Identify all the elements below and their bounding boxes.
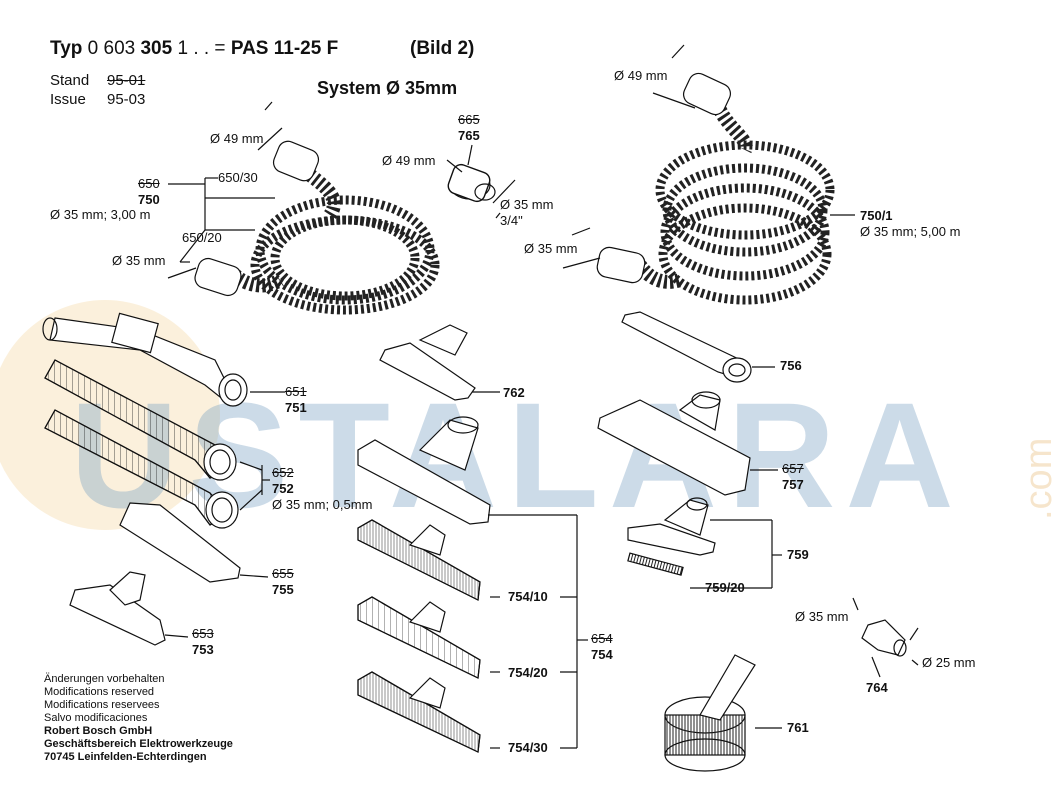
- stand-value: 95-01: [107, 72, 146, 89]
- hose-750-sub-a: 650/30: [218, 170, 258, 185]
- issue-value: 95-03: [107, 91, 146, 108]
- typ-number-light: 0 603: [87, 38, 136, 59]
- hose-750-dim-top: Ø 49 mm: [210, 131, 264, 146]
- footer-line: Änderungen vorbehalten: [44, 673, 165, 685]
- reducer-764-number: 764: [866, 680, 888, 695]
- footer: Änderungen vorbehalten Modifications res…: [44, 673, 233, 764]
- tubes-752-number: 752: [272, 481, 294, 496]
- hose-750-1: [562, 44, 855, 305]
- bild-label: (Bild 2): [410, 38, 475, 59]
- nozzle-753: [69, 571, 189, 646]
- system-label: System Ø 35mm: [317, 78, 458, 98]
- hose-750-dim-bottom: Ø 35 mm: [112, 253, 166, 268]
- adapter-765: [446, 144, 516, 219]
- page-title: Typ 0 603 305 1 . . = PAS 11-25 F: [50, 38, 338, 60]
- floor-nozzle-754-sub-30: 754/30: [508, 740, 548, 755]
- footer-line: Salvo modificaciones: [44, 712, 148, 724]
- adapter-765-dim-b: Ø 35 mm: [500, 197, 554, 212]
- floor-nozzle-754: [357, 416, 588, 753]
- hose-750-1-spec: Ø 35 mm; 5,00 m: [860, 224, 961, 239]
- nozzle-759-number: 759: [787, 547, 809, 562]
- floor-nozzle-757: [597, 391, 778, 496]
- nozzle-759: [627, 497, 782, 589]
- adapter-765-old: 665: [458, 112, 480, 127]
- typ-label: Typ: [50, 38, 83, 59]
- tubes-752: [44, 359, 270, 529]
- typ-suffix: 1 . . =: [177, 38, 226, 59]
- footer-line: Modifications reserved: [44, 686, 155, 698]
- model-name: PAS 11-25 F: [230, 38, 339, 59]
- floor-nozzle-754-sub-10: 754/10: [508, 589, 548, 604]
- adapter-765-number: 765: [458, 128, 480, 143]
- handle-751: [42, 312, 285, 407]
- floor-nozzle-754-sub-20: 754/20: [508, 665, 548, 680]
- nozzle-762: [379, 324, 500, 401]
- footer-line: Modifications reservees: [44, 699, 160, 711]
- crevice-755-old: 655: [272, 566, 294, 581]
- reducer-764-dim-b: Ø 25 mm: [922, 655, 976, 670]
- brush-761-number: 761: [787, 720, 809, 735]
- hose-750-1-dim-bottom: Ø 35 mm: [524, 241, 578, 256]
- hose-750-old: 650: [138, 176, 160, 191]
- floor-nozzle-757-number: 757: [782, 477, 804, 492]
- company-line: 70745 Leinfelden-Echterdingen: [44, 751, 207, 763]
- stand-label: Stand: [50, 72, 90, 89]
- issue-label: Issue: [50, 91, 86, 108]
- handle-751-number: 751: [285, 400, 307, 415]
- hose-750: [194, 140, 440, 315]
- reducer-764-dim-a: Ø 35 mm: [795, 609, 849, 624]
- hose-750-1-dim-top: Ø 49 mm: [614, 68, 668, 83]
- crevice-755-number: 755: [272, 582, 294, 597]
- brush-761: [664, 654, 782, 772]
- nozzle-753-number: 753: [192, 642, 214, 657]
- floor-nozzle-754-old: 654: [591, 631, 613, 646]
- hose-750-spec: Ø 35 mm; 3,00 m: [50, 207, 151, 222]
- floor-nozzle-757-old: 657: [782, 461, 804, 476]
- reducer-764: [852, 597, 919, 678]
- nozzle-753-old: 653: [192, 626, 214, 641]
- floor-nozzle-754-number: 754: [591, 647, 613, 662]
- crevice-756-number: 756: [780, 358, 802, 373]
- handle-751-old: 651: [285, 384, 307, 399]
- adapter-765-dim-c: 3/4": [500, 213, 523, 228]
- tubes-752-old: 652: [272, 465, 294, 480]
- crevice-756: [621, 311, 775, 383]
- hose-750-leaders: [167, 101, 283, 279]
- company-line: Geschäftsbereich Elektrowerkzeuge: [44, 738, 233, 750]
- nozzle-759-sub: 759/20: [705, 580, 745, 595]
- tubes-752-spec: Ø 35 mm; 0,5mm: [272, 497, 373, 512]
- hose-750-1-number: 750/1: [860, 208, 893, 223]
- hose-750-sub-b: 650/20: [182, 230, 222, 245]
- hose-750-number: 750: [138, 192, 160, 207]
- nozzle-762-number: 762: [503, 385, 525, 400]
- adapter-765-dim-a: Ø 49 mm: [382, 153, 436, 168]
- typ-number-bold: 305: [140, 38, 173, 59]
- crevice-755: [119, 502, 269, 583]
- company-line: Robert Bosch GmbH: [44, 725, 153, 737]
